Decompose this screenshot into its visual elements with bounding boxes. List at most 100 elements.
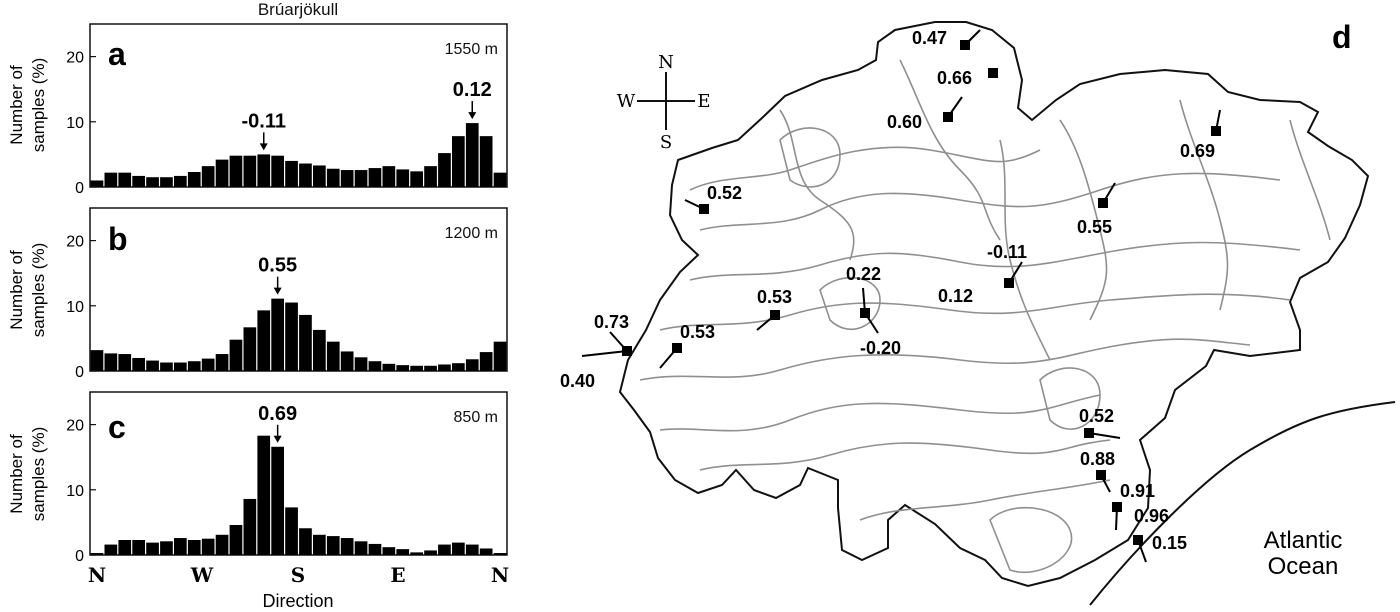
station-label: 0.52 <box>707 183 742 203</box>
histogram-bar <box>479 136 493 187</box>
station-marker <box>1211 109 1221 136</box>
station-marker <box>1133 535 1147 563</box>
histogram-bar <box>118 354 132 371</box>
station-labels: 0.47 0.66 0.60 0.69 0.52 0.55 -0.11 0.12… <box>560 28 1215 553</box>
histogram-bar <box>326 536 340 555</box>
x-tick-labels: N W S E N <box>88 563 509 587</box>
station-label: 0.88 <box>1080 449 1115 469</box>
station-label: 0.66 <box>937 68 972 88</box>
histogram-bar <box>299 163 312 187</box>
station-marker <box>860 287 879 334</box>
panel-a-frame <box>89 23 508 188</box>
station-label: 0.73 <box>594 312 629 332</box>
compass-west-label: W <box>617 91 636 112</box>
histogram-bar <box>410 365 423 371</box>
histogram-bar <box>160 362 173 371</box>
annotation-label: -0.11 <box>242 110 286 132</box>
station-marker <box>1084 428 1121 439</box>
histogram-bar <box>326 341 340 371</box>
station-marker <box>1098 182 1116 208</box>
histogram-bar <box>452 542 465 555</box>
annotation-arrowhead <box>468 112 477 120</box>
compass-rose: N S E W <box>617 52 711 153</box>
histogram-bar <box>424 550 437 555</box>
panel-c-ylabel-line2: samples (%) <box>29 427 48 521</box>
histogram-bar <box>90 350 104 371</box>
contour-lines <box>639 59 1331 573</box>
histogram-bar <box>90 553 104 555</box>
ocean-label-line1: Atlantic <box>1264 527 1343 554</box>
histogram-bar <box>257 310 271 371</box>
histogram-bar <box>313 165 326 187</box>
histogram-bar <box>479 352 493 371</box>
y-tick-label: 0 <box>75 180 84 197</box>
station-label: 0.12 <box>938 286 973 306</box>
histogram-bar <box>174 175 187 187</box>
histogram-bar <box>229 525 243 555</box>
histogram-bar <box>187 172 201 187</box>
panel-c-annotations: 0.69 <box>258 403 297 443</box>
station-label: -0.20 <box>860 338 901 358</box>
panel-a-ylabel-line2: samples (%) <box>29 58 48 152</box>
histogram-bar <box>104 353 118 371</box>
histogram-bar <box>410 171 423 187</box>
panel-c-letter: c <box>108 409 126 445</box>
histogram-bar <box>90 180 104 187</box>
histogram-bar <box>493 341 507 371</box>
station-label: 0.40 <box>560 371 595 391</box>
station-label: 0.47 <box>912 28 947 48</box>
station-label: 0.53 <box>757 287 792 307</box>
panel-a-letter: a <box>108 36 126 72</box>
panel-a-bars <box>90 123 507 187</box>
histogram-bar <box>104 544 118 555</box>
compass-east-label: E <box>697 91 710 112</box>
histogram-bar <box>424 365 437 371</box>
histogram-bar <box>368 168 382 187</box>
station-label: 0.91 <box>1120 481 1155 501</box>
histogram-bar <box>396 549 410 555</box>
x-axis-label: Direction <box>262 591 333 611</box>
panel-a-elevation: 1550 m <box>445 41 498 58</box>
y-tick-label: 20 <box>66 50 84 67</box>
histogram-bar <box>174 362 187 371</box>
histogram-bar <box>146 360 159 371</box>
panel-b-letter: b <box>108 221 128 257</box>
histogram-bar <box>285 507 298 555</box>
histogram-bar <box>382 547 396 555</box>
histogram-bar <box>340 170 354 187</box>
y-tick-label: 20 <box>66 234 84 251</box>
histogram-bar <box>354 170 368 187</box>
histogram-bar <box>271 155 284 187</box>
glacier-outline <box>618 21 1370 588</box>
histogram-bar <box>229 339 243 371</box>
x-tick-n-start: N <box>88 563 106 587</box>
station-label: 0.52 <box>1079 406 1114 426</box>
histogram-bar <box>187 361 201 371</box>
histogram-bar <box>465 544 479 555</box>
histogram-bar <box>438 153 451 187</box>
histogram-bar <box>201 538 215 555</box>
histogram-bar <box>354 357 368 371</box>
histogram-bar <box>452 363 465 371</box>
histogram-bar <box>493 172 507 187</box>
station-label: 0.60 <box>887 112 922 132</box>
histogram-bar <box>215 534 229 555</box>
compass-south-label: S <box>660 132 672 153</box>
station-marker <box>1096 470 1111 493</box>
histogram-bar <box>313 534 326 555</box>
annotation-arrowhead <box>273 287 282 295</box>
histogram-bar <box>465 359 479 371</box>
histogram-bar <box>340 351 354 371</box>
station-label: 0.69 <box>1180 141 1215 161</box>
station-label: 0.55 <box>1077 217 1112 237</box>
histogram-bar <box>215 354 229 371</box>
panel-b-ylabel-line2: samples (%) <box>29 243 48 337</box>
station-marker <box>684 199 709 214</box>
histogram-bar <box>257 154 271 187</box>
panel-a-annotations: -0.110.12 <box>242 79 492 151</box>
ocean-label-line2: Ocean <box>1268 553 1339 580</box>
